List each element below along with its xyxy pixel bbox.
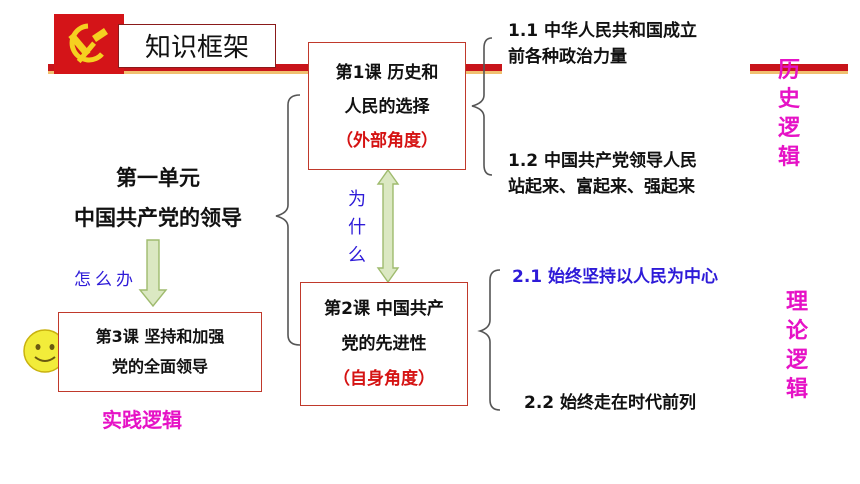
lesson1-box — [308, 42, 466, 170]
history-logic-char-3: 逻 — [777, 116, 800, 141]
bracket-lesson2 — [477, 269, 501, 411]
lesson2-angle: （自身角度） — [333, 369, 435, 389]
bracket-lesson1 — [471, 37, 493, 176]
lesson3-text: 第3课 坚持和加强 党的全面领导 — [58, 322, 262, 382]
topic-2-1: 2.1 始终坚持以人民为中心 — [512, 267, 719, 287]
how-down-arrow — [138, 239, 168, 308]
unit-line2: 中国共产党的领导 — [74, 206, 242, 230]
party-emblem-icon — [54, 14, 124, 74]
why-label: 为 什 么 — [342, 186, 372, 270]
lesson3-box — [58, 312, 262, 392]
topic-1-2-line1: 1.2 中国共产党领导人民 — [508, 151, 698, 171]
why-char-2: 什 — [348, 217, 366, 238]
history-logic-label: 历 史 逻 辑 — [772, 56, 806, 172]
history-logic-char-1: 历 — [777, 58, 800, 83]
unit-title: 第一单元 中国共产党的领导 — [48, 158, 268, 238]
lesson2-text: 第2课 中国共产 党的先进性 （自身角度） — [300, 292, 468, 397]
lesson2-line2: 党的先进性 — [341, 334, 427, 354]
theory-logic-char-4: 辑 — [785, 377, 808, 402]
bracket-unit — [275, 94, 301, 346]
theory-logic-char-2: 论 — [785, 319, 808, 344]
topic-1-2-line2: 站起来、富起来、强起来 — [508, 177, 695, 197]
how-label: 怎么办 — [74, 270, 137, 290]
lesson2-line1: 第2课 中国共产 — [324, 299, 444, 319]
theory-logic-char-1: 理 — [785, 290, 808, 315]
why-char-1: 为 — [348, 189, 366, 210]
topic-2-2: 2.2 始终走在时代前列 — [516, 388, 758, 418]
topic-1-1: 1.1 中华人民共和国成立 前各种政治力量 — [502, 18, 750, 74]
theory-logic-label: 理 论 逻 辑 — [780, 288, 814, 404]
topic-2-2-text: 2.2 始终走在时代前列 — [524, 393, 697, 413]
topic-1-2: 1.2 中国共产党领导人民 站起来、富起来、强起来 — [502, 148, 764, 204]
history-logic-char-2: 史 — [777, 87, 800, 112]
lesson1-line1: 第1课 历史和 — [335, 63, 439, 83]
unit-line1: 第一单元 — [116, 166, 200, 190]
lesson1-line2: 人民的选择 — [344, 97, 430, 117]
lesson2-box — [300, 282, 468, 406]
lesson3-line2: 党的全面领导 — [111, 357, 208, 376]
practice-logic-label: 实践逻辑 — [102, 408, 182, 432]
topic-1-1-line2: 前各种政治力量 — [508, 47, 627, 67]
lesson1-text: 第1课 历史和 人民的选择 （外部角度） — [308, 56, 466, 158]
topic-1-1-line1: 1.1 中华人民共和国成立 — [508, 21, 698, 41]
theory-logic-char-3: 逻 — [785, 348, 808, 373]
history-logic-char-4: 辑 — [777, 145, 800, 170]
why-char-3: 么 — [348, 245, 366, 266]
lesson1-angle: （外部角度） — [336, 131, 438, 151]
page-title: 知识框架 — [144, 33, 249, 63]
why-double-arrow — [376, 168, 400, 284]
header-title-box — [118, 24, 276, 68]
lesson3-line1: 第3课 坚持和加强 — [95, 327, 225, 346]
